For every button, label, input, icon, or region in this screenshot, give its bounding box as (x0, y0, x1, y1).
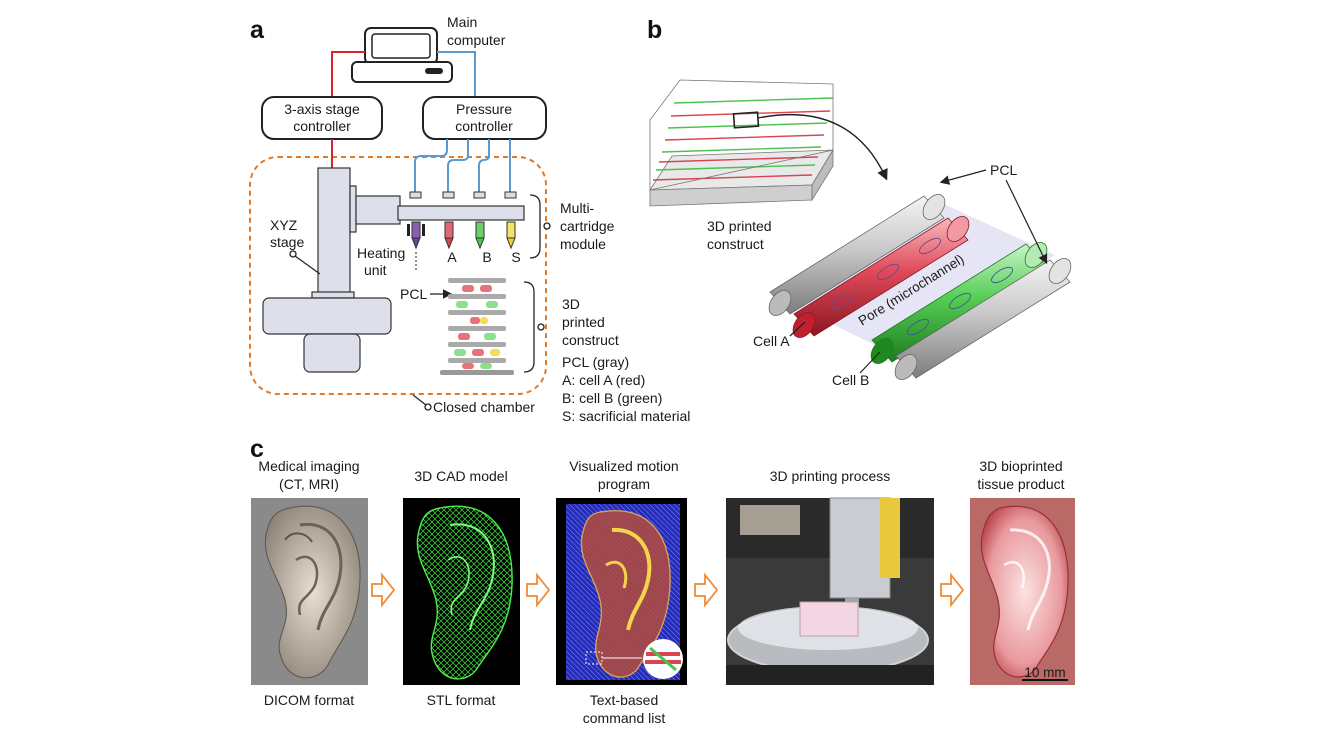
heating-unit-label-2: unit (364, 262, 387, 278)
panel-b: b 3D printed construct (647, 16, 1072, 388)
closed-chamber-label: Closed chamber (433, 399, 535, 415)
xyz-stage (262, 167, 525, 373)
panel-c: c Medical imaging (CT, MRI) 3D CAD model… (250, 435, 1075, 726)
cartridge-label-a: A (447, 249, 457, 265)
flow-arrow-2 (526, 572, 551, 608)
step-3-title-1: Visualized motion (569, 458, 678, 474)
printed-construct-stack (440, 278, 514, 375)
construct-label-b-1: 3D printed (707, 218, 772, 234)
step-3-caption-1: Text-based (590, 692, 658, 708)
flow-arrow-3 (694, 572, 719, 608)
panel-c-letter: c (250, 435, 264, 463)
multi-cartridge-label-3: module (560, 236, 606, 252)
legend-cell-a: A: cell A (red) (562, 372, 645, 388)
cartridge-s (504, 191, 517, 250)
zoom-arrow (757, 114, 888, 181)
cartridge-a (442, 191, 455, 250)
panel-b-letter: b (647, 16, 662, 44)
step-1-caption: DICOM format (264, 692, 354, 708)
stage-controller-label-2: controller (293, 118, 351, 134)
tissue-product-image: 10 mm (970, 498, 1075, 685)
step-2-title: 3D CAD model (414, 468, 507, 484)
closed-chamber-outline (249, 156, 547, 395)
construct-label-b-2: construct (707, 236, 764, 252)
panel-a-letter: a (250, 16, 265, 44)
legend-pcl: PCL (gray) (562, 354, 629, 370)
step-5-title-2: tissue product (977, 476, 1064, 492)
multi-cartridge-bracket (529, 194, 541, 259)
multi-cartridge-label-2: cartridge (560, 218, 615, 234)
flow-arrow-4 (940, 572, 965, 608)
stage-cable-top (331, 51, 365, 103)
step-2-caption: STL format (427, 692, 496, 708)
step-4-title: 3D printing process (770, 468, 891, 484)
pcl-arrow-b-2 (1005, 179, 1048, 265)
main-computer-label-2: computer (447, 32, 506, 48)
printing-process-image (726, 497, 934, 685)
cell-a-label: Cell A (753, 333, 790, 349)
printed-construct-label-1: 3D (562, 296, 580, 312)
closed-chamber-pointer (412, 394, 427, 406)
printed-construct-label-3: construct (562, 332, 619, 348)
pressure-cable-top (437, 51, 476, 100)
xyz-stage-label-1: XYZ (270, 217, 298, 233)
step-5-title-1: 3D bioprinted (979, 458, 1062, 474)
closed-chamber-pointer-dot (424, 403, 432, 411)
printed-construct-bracket (523, 281, 535, 373)
medical-imaging-image (251, 498, 368, 685)
pressure-controller-box (422, 96, 547, 140)
cartridge-heating (407, 191, 425, 250)
cad-model-image (403, 498, 520, 685)
stage-controller-label-1: 3-axis stage (284, 101, 360, 117)
legend-cell-b: B: cell B (green) (562, 390, 662, 406)
pcl-cylinder-front (894, 258, 1072, 380)
multi-cartridge-label-1: Multi- (560, 200, 595, 216)
cell-b-label: Cell B (832, 372, 869, 388)
panel-a: a Main computer 3-axis stage controller … (249, 14, 690, 424)
step-1-title-1: Medical imaging (258, 458, 359, 474)
cell-a-cylinder (792, 216, 970, 338)
step-3-title-2: program (598, 476, 650, 492)
xyz-stage-pointer-dot (289, 250, 297, 258)
pressure-tubes (414, 139, 511, 192)
pcl-label-b: PCL (990, 162, 1017, 178)
heating-unit-label-1: Heating (357, 245, 405, 261)
printed-construct-label-2: printed (562, 314, 605, 330)
main-computer-label-1: Main (447, 14, 477, 30)
step-1-title-2: (CT, MRI) (279, 476, 339, 492)
xyz-stage-pointer-line (294, 255, 321, 275)
stacked-construct-block (649, 79, 834, 207)
pore-plane (790, 200, 1055, 360)
printed-construct-pointer-dot (537, 323, 545, 331)
cartridge-label-b: B (482, 249, 491, 265)
scale-bar-label: 10 mm (1024, 665, 1065, 680)
pressure-controller-label-2: controller (455, 118, 513, 134)
pressure-controller-label-1: Pressure (456, 101, 512, 117)
motion-program-image (556, 498, 687, 685)
pcl-arrow-b-1 (939, 169, 987, 185)
cell-b-pointer (859, 351, 881, 374)
pcl-cylinder-back (768, 194, 946, 316)
cell-a-pointer (789, 321, 806, 337)
main-computer-icon (351, 27, 453, 83)
flow-arrow-1 (371, 572, 396, 608)
stage-controller-box (261, 96, 383, 140)
cartridge-b (473, 191, 486, 250)
cartridge-label-s: S (511, 249, 520, 265)
xyz-stage-label-2: stage (270, 234, 304, 250)
step-3-caption-2: command list (583, 710, 666, 726)
pcl-label-a: PCL (400, 286, 427, 302)
legend-sacrificial: S: sacrificial material (562, 408, 690, 424)
multi-cartridge-pointer-dot (543, 222, 551, 230)
